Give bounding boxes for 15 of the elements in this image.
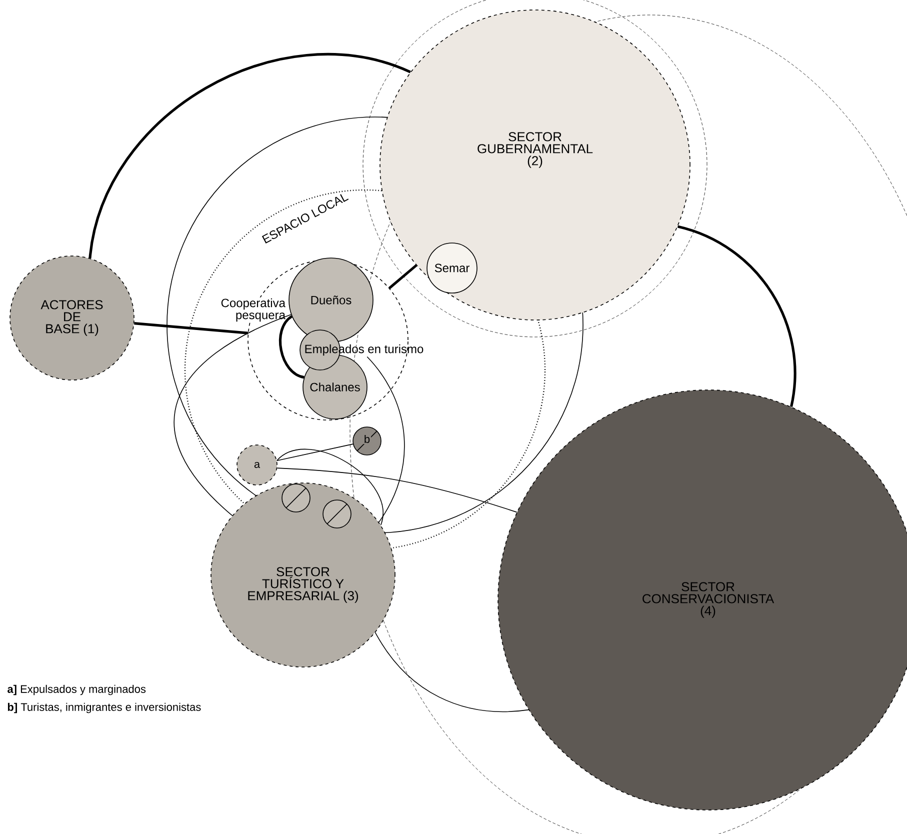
legend-note: b] Turistas, inmigrantes e inversionistas	[8, 702, 201, 714]
connector-line	[134, 322, 248, 334]
slashed-circle	[322, 500, 352, 528]
connector-line	[88, 53, 411, 258]
connector-line	[276, 468, 518, 513]
connector-line	[374, 632, 529, 712]
connector-line	[174, 314, 292, 516]
connector-line	[279, 315, 304, 379]
connector-line	[276, 444, 354, 462]
connector-line	[388, 264, 418, 290]
connector-line	[366, 356, 405, 523]
connector-line	[276, 448, 384, 526]
slashed-circle	[282, 484, 310, 512]
connector-line	[677, 225, 796, 407]
legend-note: a] Expulsados y marginados	[8, 684, 146, 696]
